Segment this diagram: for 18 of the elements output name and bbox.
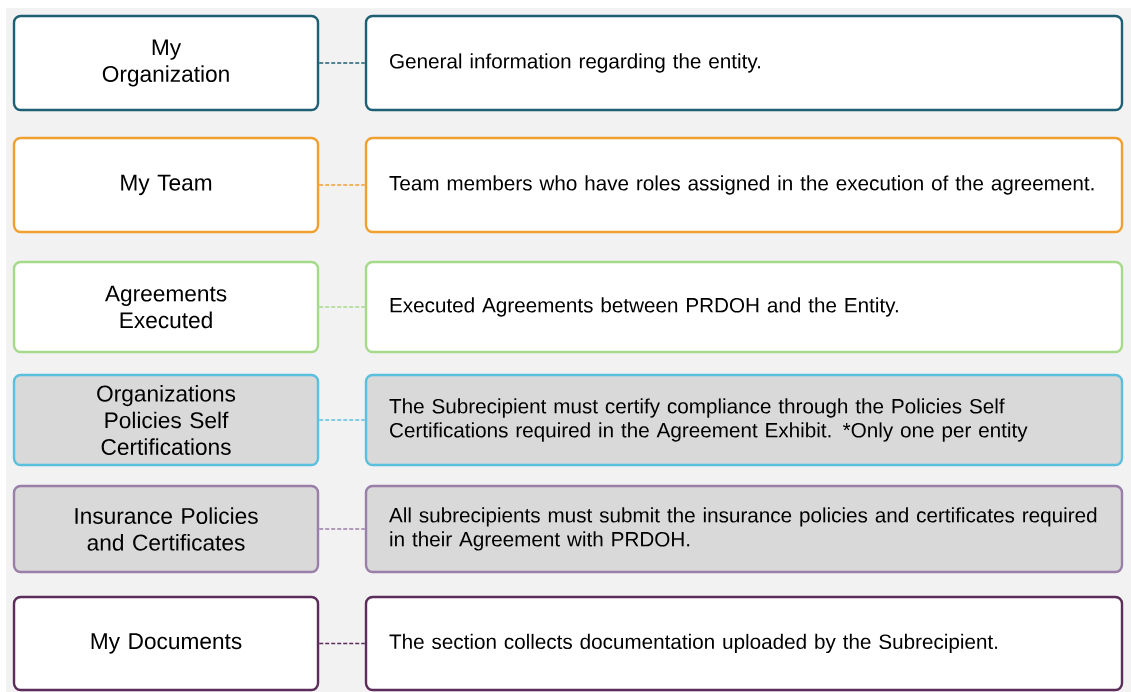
description-box: General information regarding the entity. xyxy=(364,14,1124,112)
description-box: The Subrecipient must certify compliance through the Policies Self Certifications required in the Agreement Exhibit. *Only one per entity xyxy=(364,373,1124,467)
section-box: Insurance Policies and Certificates xyxy=(12,484,320,574)
description-box: All subrecipients must submit the insurance policies and certificates required in their Agreement with PRDOH. xyxy=(364,484,1124,574)
description-box: Team members who have roles assigned in the execution of the agreement. xyxy=(364,136,1124,234)
section-box: My Team xyxy=(12,136,320,234)
connector-line xyxy=(318,642,366,645)
connector-line xyxy=(318,306,366,308)
connector-line xyxy=(318,62,366,64)
connector-line xyxy=(318,419,366,421)
section-box: My Documents xyxy=(12,595,320,692)
connector-line xyxy=(318,528,366,530)
section-box: Agreements Executed xyxy=(12,260,320,354)
connector-line xyxy=(318,184,366,186)
section-box: My Organization xyxy=(12,14,320,112)
description-box: Executed Agreements between PRDOH and the Entity. xyxy=(364,260,1124,354)
description-box: The section collects documentation uploaded by the Subrecipient. xyxy=(364,595,1124,692)
section-box: Organizations Policies Self Certifications xyxy=(12,373,320,467)
